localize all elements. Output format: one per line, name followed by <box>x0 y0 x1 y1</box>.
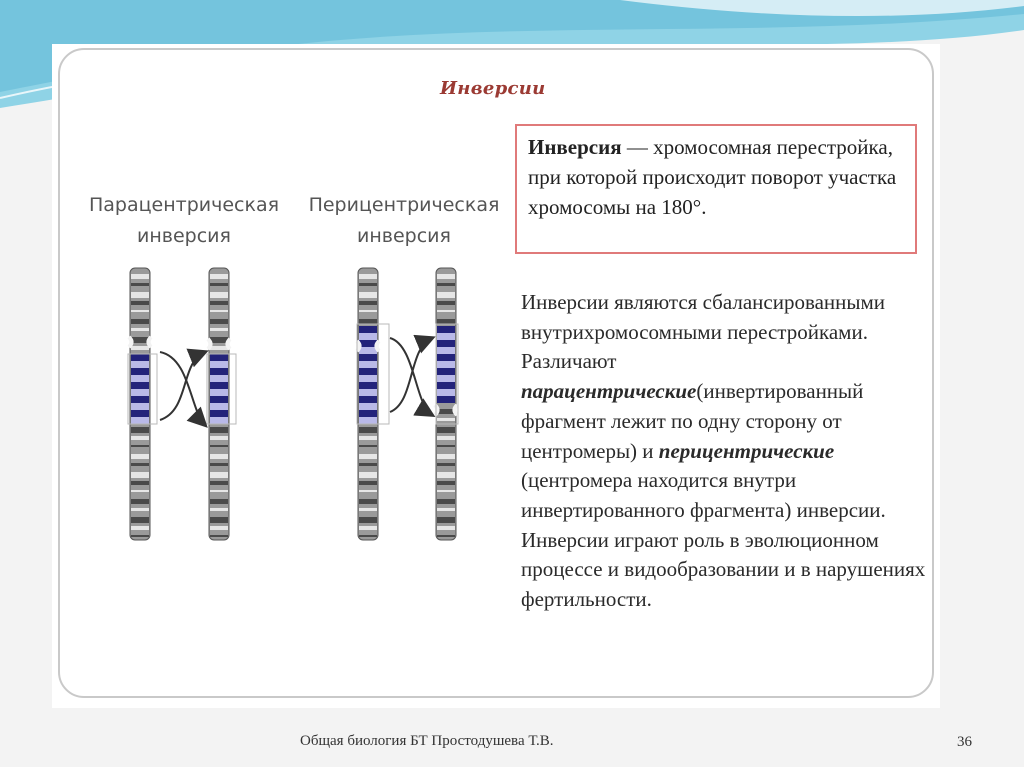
paracentric-arrow-down <box>160 352 205 425</box>
paracentric-arrow-up <box>160 352 205 420</box>
chromosome-pericentric-inverted <box>435 268 457 540</box>
chromosome-pericentric-original <box>357 268 379 540</box>
chromosome-paracentric-inverted <box>208 268 230 540</box>
footer-text: Общая биология БТ Простодушева Т.В. <box>300 733 554 750</box>
page-number: 36 <box>957 734 972 751</box>
chromosome-paracentric-original <box>129 268 151 540</box>
pericentric-arrow-up <box>390 338 432 412</box>
